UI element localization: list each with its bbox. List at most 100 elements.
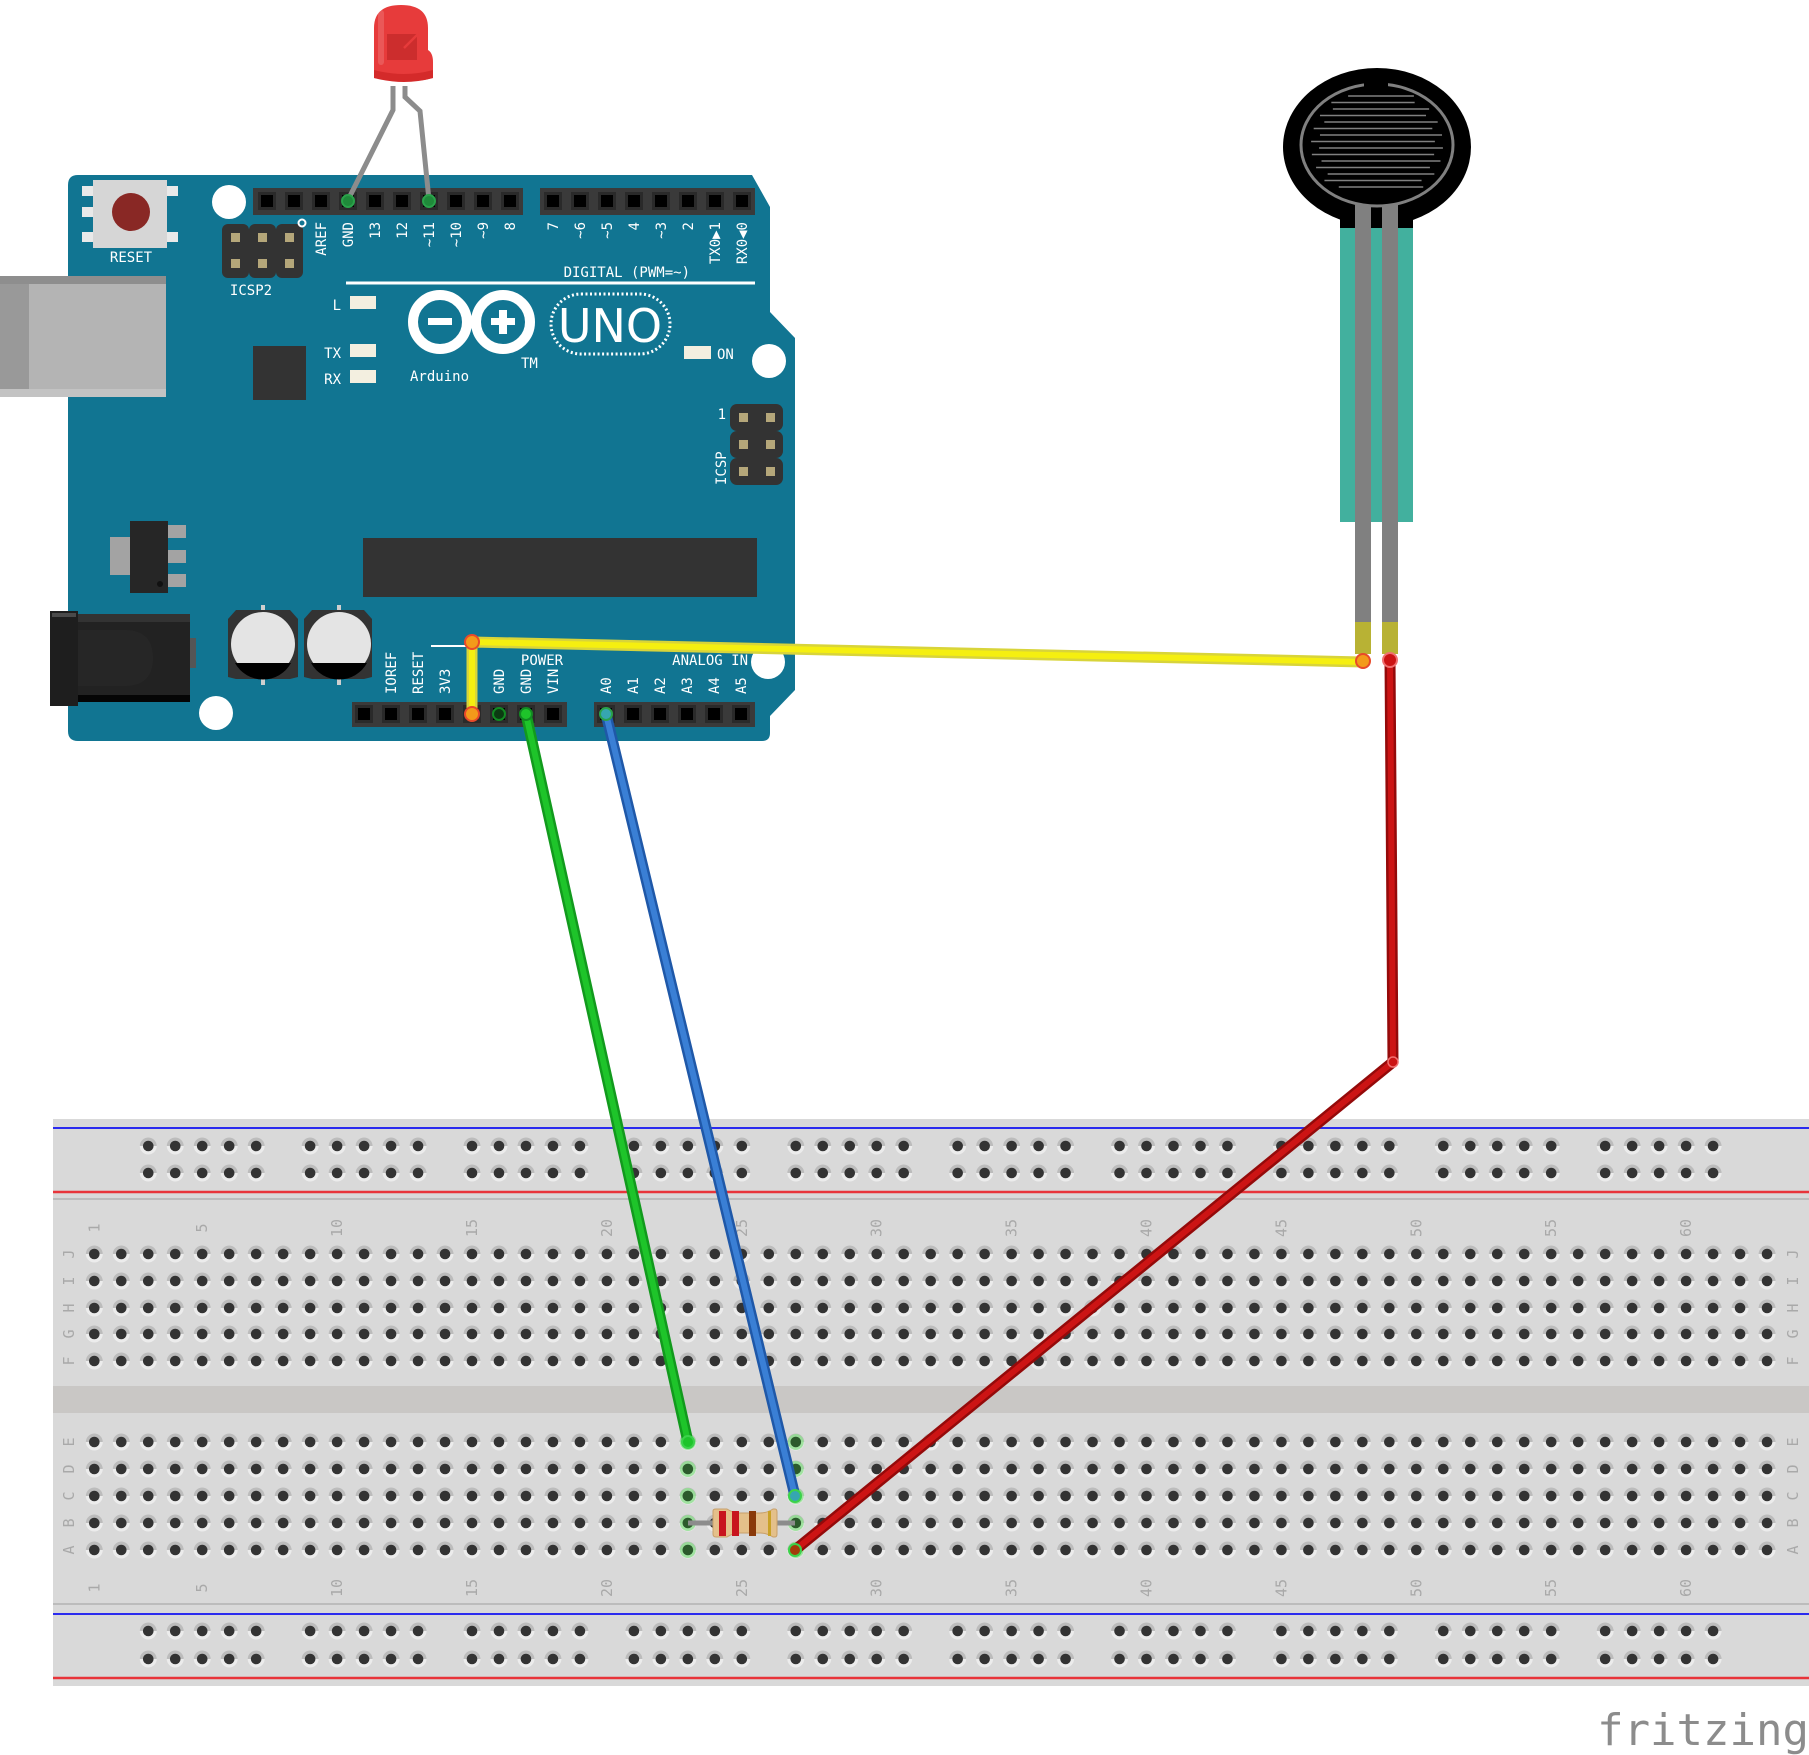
- breadboard-hole[interactable]: [544, 1164, 562, 1182]
- breadboard-hole[interactable]: [139, 1433, 157, 1451]
- breadboard-hole[interactable]: [1380, 1137, 1398, 1155]
- breadboard-hole[interactable]: [598, 1245, 616, 1263]
- breadboard-hole[interactable]: [760, 1272, 778, 1290]
- breadboard-hole[interactable]: [193, 1245, 211, 1263]
- breadboard-hole[interactable]: [1461, 1272, 1479, 1290]
- breadboard-hole[interactable]: [166, 1622, 184, 1640]
- breadboard-hole[interactable]: [922, 1299, 940, 1317]
- breadboard-hole[interactable]: [1623, 1299, 1641, 1317]
- breadboard-hole[interactable]: [1138, 1487, 1156, 1505]
- breadboard-hole[interactable]: [1542, 1433, 1560, 1451]
- breadboard-hole[interactable]: [544, 1514, 562, 1532]
- breadboard-hole[interactable]: [1191, 1325, 1209, 1343]
- breadboard-hole[interactable]: [1299, 1541, 1317, 1559]
- breadboard-hole[interactable]: [1326, 1245, 1344, 1263]
- breadboard-hole[interactable]: [1569, 1245, 1587, 1263]
- breadboard-hole[interactable]: [220, 1487, 238, 1505]
- breadboard-hole[interactable]: [733, 1487, 751, 1505]
- breadboard-hole[interactable]: [166, 1487, 184, 1505]
- breadboard-hole[interactable]: [1272, 1325, 1290, 1343]
- breadboard-hole[interactable]: [409, 1299, 427, 1317]
- breadboard-hole[interactable]: [220, 1245, 238, 1263]
- breadboard-hole[interactable]: [1057, 1137, 1075, 1155]
- breadboard-hole[interactable]: [193, 1541, 211, 1559]
- breadboard-hole[interactable]: [949, 1622, 967, 1640]
- breadboard-hole[interactable]: [949, 1460, 967, 1478]
- breadboard-hole[interactable]: [328, 1137, 346, 1155]
- breadboard-hole[interactable]: [1245, 1245, 1263, 1263]
- breadboard-hole[interactable]: [1003, 1460, 1021, 1478]
- breadboard-hole[interactable]: [490, 1460, 508, 1478]
- breadboard-hole[interactable]: [166, 1541, 184, 1559]
- breadboard-hole[interactable]: [1111, 1245, 1129, 1263]
- resistor[interactable]: [688, 1508, 795, 1538]
- breadboard-hole[interactable]: [1030, 1541, 1048, 1559]
- breadboard-hole[interactable]: [1218, 1272, 1236, 1290]
- breadboard-hole[interactable]: [1515, 1650, 1533, 1668]
- header-pin[interactable]: [355, 705, 373, 723]
- breadboard-hole[interactable]: [112, 1325, 130, 1343]
- breadboard-hole[interactable]: [409, 1137, 427, 1155]
- breadboard-hole[interactable]: [544, 1137, 562, 1155]
- breadboard-hole[interactable]: [841, 1514, 859, 1532]
- breadboard-hole[interactable]: [1434, 1487, 1452, 1505]
- breadboard-hole[interactable]: [436, 1487, 454, 1505]
- breadboard-hole[interactable]: [1272, 1433, 1290, 1451]
- connected-hole[interactable]: [679, 1461, 696, 1477]
- breadboard-hole[interactable]: [895, 1164, 913, 1182]
- breadboard-hole[interactable]: [1596, 1514, 1614, 1532]
- breadboard-hole[interactable]: [733, 1650, 751, 1668]
- breadboard-hole[interactable]: [1165, 1650, 1182, 1668]
- breadboard-hole[interactable]: [1461, 1487, 1479, 1505]
- breadboard-hole[interactable]: [625, 1541, 643, 1559]
- breadboard-hole[interactable]: [1353, 1299, 1371, 1317]
- breadboard-hole[interactable]: [1434, 1622, 1452, 1640]
- breadboard-hole[interactable]: [409, 1460, 427, 1478]
- breadboard-hole[interactable]: [1515, 1325, 1533, 1343]
- breadboard-hole[interactable]: [382, 1245, 400, 1263]
- breadboard-hole[interactable]: [895, 1541, 913, 1559]
- breadboard-hole[interactable]: [409, 1325, 427, 1343]
- breadboard-hole[interactable]: [1596, 1622, 1614, 1640]
- breadboard-hole[interactable]: [895, 1245, 913, 1263]
- breadboard-hole[interactable]: [652, 1487, 670, 1505]
- breadboard-hole[interactable]: [1003, 1325, 1021, 1343]
- breadboard-hole[interactable]: [868, 1137, 886, 1155]
- breadboard-hole[interactable]: [1057, 1514, 1075, 1532]
- header-pin[interactable]: [705, 705, 723, 723]
- breadboard-hole[interactable]: [139, 1460, 157, 1478]
- breadboard-hole[interactable]: [1704, 1487, 1722, 1505]
- breadboard-hole[interactable]: [220, 1650, 238, 1668]
- header-pin[interactable]: [544, 705, 562, 723]
- breadboard-hole[interactable]: [220, 1299, 238, 1317]
- breadboard-hole[interactable]: [1731, 1245, 1749, 1263]
- breadboard-hole[interactable]: [1218, 1325, 1236, 1343]
- breadboard-hole[interactable]: [976, 1514, 994, 1532]
- breadboard-hole[interactable]: [1272, 1460, 1290, 1478]
- breadboard-hole[interactable]: [571, 1164, 589, 1182]
- breadboard-hole[interactable]: [1353, 1650, 1371, 1668]
- breadboard-hole[interactable]: [1030, 1325, 1048, 1343]
- breadboard-hole[interactable]: [679, 1650, 697, 1668]
- breadboard-hole[interactable]: [1138, 1352, 1156, 1370]
- breadboard-hole[interactable]: [733, 1460, 751, 1478]
- breadboard-hole[interactable]: [1326, 1137, 1344, 1155]
- breadboard-hole[interactable]: [1326, 1460, 1344, 1478]
- breadboard-hole[interactable]: [1380, 1487, 1398, 1505]
- breadboard-hole[interactable]: [247, 1137, 265, 1155]
- breadboard-hole[interactable]: [814, 1352, 832, 1370]
- header-pin[interactable]: [382, 705, 400, 723]
- breadboard-hole[interactable]: [139, 1325, 157, 1343]
- breadboard-hole[interactable]: [328, 1164, 346, 1182]
- breadboard-hole[interactable]: [1272, 1272, 1290, 1290]
- breadboard-hole[interactable]: [382, 1272, 400, 1290]
- breadboard-hole[interactable]: [1596, 1299, 1614, 1317]
- breadboard-hole[interactable]: [1299, 1272, 1317, 1290]
- breadboard-hole[interactable]: [328, 1650, 346, 1668]
- breadboard-hole[interactable]: [1542, 1622, 1560, 1640]
- breadboard-hole[interactable]: [436, 1460, 454, 1478]
- breadboard-hole[interactable]: [1245, 1433, 1263, 1451]
- breadboard-hole[interactable]: [1245, 1514, 1263, 1532]
- breadboard-hole[interactable]: [1677, 1352, 1695, 1370]
- breadboard-hole[interactable]: [1569, 1433, 1587, 1451]
